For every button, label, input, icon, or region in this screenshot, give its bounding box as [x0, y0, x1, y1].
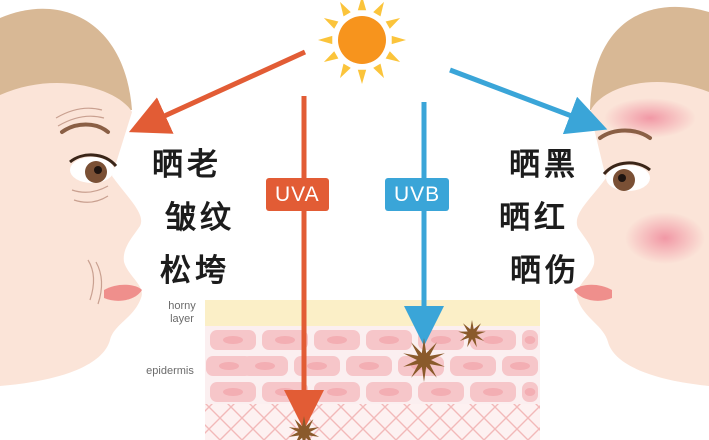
- cell-nucleus: [327, 336, 347, 344]
- cell-nucleus: [219, 362, 239, 370]
- cell-nucleus: [307, 362, 327, 370]
- sun-ray: [357, 69, 367, 84]
- cell-nucleus: [483, 388, 503, 396]
- uvb-badge: UVB: [385, 178, 450, 211]
- sun-ray: [318, 35, 333, 45]
- sun-icon: [318, 0, 406, 84]
- horny-layer-label: horny layer: [168, 300, 196, 325]
- sun-ray: [340, 63, 351, 79]
- epidermis-label: epidermis: [146, 365, 194, 377]
- starburst-icon-bottom: [288, 416, 320, 440]
- uva-badge: UVA: [266, 178, 329, 211]
- cell-nucleus: [431, 336, 451, 344]
- cell-nucleus: [359, 362, 379, 370]
- starburst-icon-large: [403, 338, 445, 382]
- sun-ray: [385, 51, 401, 62]
- left-effect-aging: 晒老: [152, 147, 222, 183]
- sun-ray: [323, 51, 339, 62]
- cell-nucleus: [255, 362, 275, 370]
- cell-nucleus: [223, 336, 243, 344]
- cell-nucleus: [275, 388, 295, 396]
- uv-arrows: [128, 49, 608, 430]
- left-effect-sagging: 松垮: [160, 253, 230, 289]
- cell-nucleus: [431, 388, 451, 396]
- horny-layer-band: [205, 300, 540, 326]
- cell-nucleus: [327, 388, 347, 396]
- sun-ray: [340, 1, 351, 17]
- right-effect-sunburn: 晒伤: [510, 253, 580, 289]
- right-effect-redness: 晒红: [499, 200, 569, 236]
- cell-nucleus: [524, 336, 536, 344]
- sun-ray: [373, 1, 384, 17]
- sun-ray: [357, 0, 367, 11]
- right-face: [574, 6, 709, 386]
- right-effect-tanning: 晒黑: [509, 147, 579, 183]
- left-face: [0, 8, 142, 386]
- cell-nucleus: [223, 388, 243, 396]
- sun-ray: [391, 35, 406, 45]
- cell-nucleus: [483, 336, 503, 344]
- cell-nucleus: [463, 362, 483, 370]
- left-effect-wrinkles: 皱纹: [165, 200, 235, 236]
- epidermis-cells: [206, 330, 538, 402]
- cell-nucleus: [275, 336, 295, 344]
- cell-nucleus: [524, 388, 536, 396]
- uva-arrow-to-face: [128, 49, 307, 134]
- sun-ray: [323, 18, 339, 29]
- sun-ray: [385, 18, 401, 29]
- starburst-icon-small: [458, 320, 486, 348]
- sun-ray: [373, 63, 384, 79]
- cell-nucleus: [379, 388, 399, 396]
- skin-cross-section: [205, 300, 540, 440]
- cell-nucleus: [510, 362, 530, 370]
- cell-nucleus: [379, 336, 399, 344]
- uvb-arrow-to-face: [449, 67, 608, 135]
